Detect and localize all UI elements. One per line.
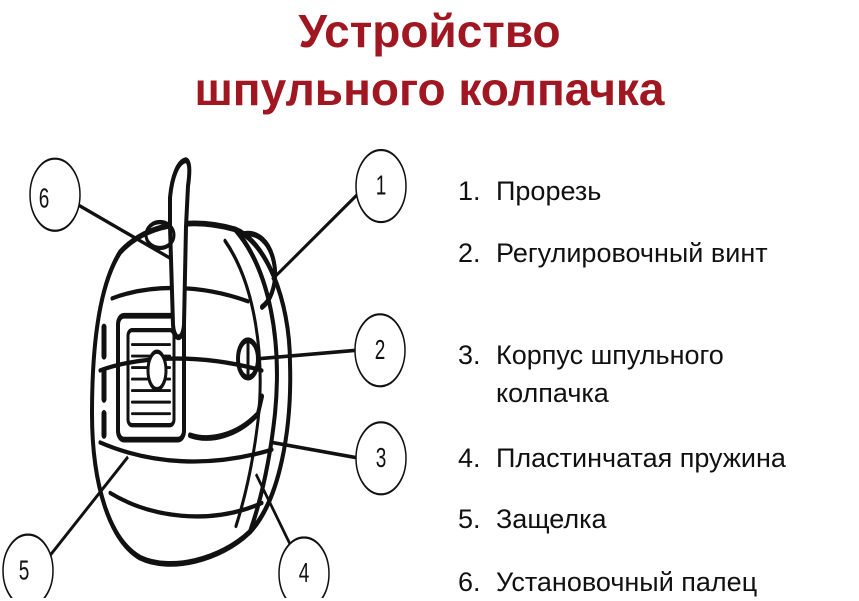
legend-number: 5. xyxy=(458,504,481,534)
legend-item-case-body: 3. Корпус шпульного колпачка xyxy=(458,336,724,412)
legend-text: Пластинчатая пружина xyxy=(496,443,786,473)
legend-number: 3. xyxy=(458,340,481,370)
legend-text: Корпус шпульного колпачка xyxy=(496,340,724,408)
case-band-bottom xyxy=(108,490,264,519)
legend-text: Установочный палец xyxy=(496,567,758,597)
tension-spring xyxy=(188,393,264,441)
title-line-1: Устройство xyxy=(298,5,561,57)
callout-number-1: 1 xyxy=(376,170,387,200)
leader-line-1 xyxy=(271,190,361,282)
latch-plate xyxy=(116,312,186,443)
callout-circles xyxy=(2,149,407,598)
case-band-low xyxy=(98,440,274,464)
legend-text: Прорезь xyxy=(496,176,602,206)
callout-numbers: 1 2 3 4 5 6 xyxy=(19,170,387,588)
callout-number-3: 3 xyxy=(376,443,387,473)
callout-circle-2 xyxy=(354,313,406,388)
bobbin-case-diagram: 1 2 3 4 5 6 xyxy=(2,149,407,598)
legend-text: Защелка xyxy=(496,504,607,534)
leader-line-6 xyxy=(77,203,171,260)
callout-circle-6 xyxy=(29,157,81,232)
leader-line-3 xyxy=(271,440,361,461)
latch-plate-inner xyxy=(126,327,176,428)
callout-circle-3 xyxy=(355,421,407,496)
legend-number: 1. xyxy=(458,176,481,206)
legend-text: Регулировочный винт xyxy=(496,238,768,268)
callout-number-5: 5 xyxy=(19,555,30,585)
page-title: Устройство шпульного колпачка xyxy=(0,2,859,118)
legend-item-latch: 5. Защелка xyxy=(458,500,607,538)
callout-number-4: 4 xyxy=(299,558,310,588)
finger-base xyxy=(144,219,176,251)
case-rim xyxy=(233,226,279,535)
legend-number: 4. xyxy=(458,443,481,473)
callout-circle-5 xyxy=(2,533,54,598)
callout-number-2: 2 xyxy=(375,335,386,365)
case-rim-inner xyxy=(223,238,262,529)
legend-item-guide-finger: 6. Установочный палец xyxy=(458,563,757,601)
leader-line-2 xyxy=(255,348,357,361)
callout-circle-1 xyxy=(355,149,407,224)
leader-line-5 xyxy=(45,455,129,562)
slot-hook xyxy=(238,230,278,310)
legend-item-slot: 1. Прорезь xyxy=(458,172,601,210)
callout-number-6: 6 xyxy=(39,183,50,213)
bobbin-case-drawing xyxy=(90,157,293,567)
latch-knob xyxy=(146,349,168,392)
legend-item-spring: 4. Пластинчатая пружина xyxy=(458,439,786,477)
callout-circle-4 xyxy=(278,536,330,598)
title-line-2: шпульного колпачка xyxy=(194,63,665,115)
legend-number: 6. xyxy=(458,567,481,597)
legend-item-adjusting-screw: 2. Регулировочный винт xyxy=(458,234,768,272)
guide-finger xyxy=(168,157,192,341)
legend-number: 2. xyxy=(458,238,481,268)
